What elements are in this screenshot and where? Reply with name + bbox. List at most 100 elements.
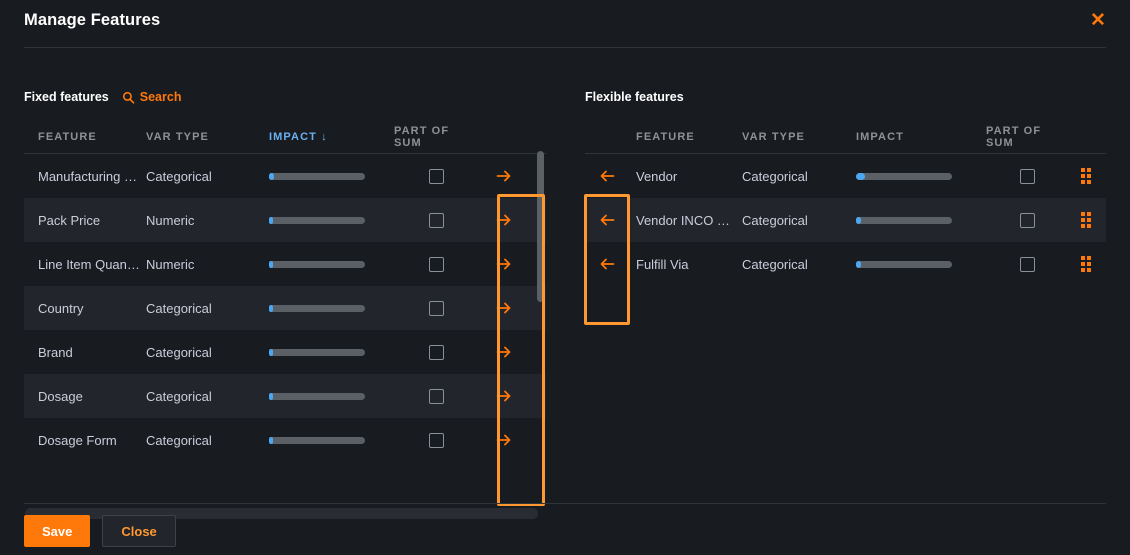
dialog-footer: Save Close: [24, 515, 176, 547]
column-header-part-of-sum[interactable]: PART OF SUM: [394, 125, 450, 149]
feature-name: Vendor INCO …: [636, 212, 730, 228]
part-of-sum-cell: [986, 212, 1068, 228]
part-of-sum-checkbox[interactable]: [429, 212, 444, 228]
close-button[interactable]: Close: [102, 515, 176, 547]
drag-handle-icon[interactable]: [1081, 212, 1091, 228]
flexible-features-table-wrap: FEATURE VAR TYPE IMPACT PART OF SUM Vend…: [584, 121, 1106, 325]
part-of-sum-checkbox[interactable]: [1019, 168, 1035, 184]
move-right-arrow-icon[interactable]: [495, 212, 512, 228]
column-header-impact[interactable]: IMPACT ↓: [269, 131, 328, 143]
impact-bar: [269, 216, 365, 224]
move-left-arrow-icon[interactable]: [599, 212, 616, 228]
feature-name: Fulfill Via: [636, 256, 689, 272]
impact-cell: [269, 348, 394, 356]
drag-handle-cell: [1068, 212, 1104, 228]
save-button[interactable]: Save: [24, 515, 91, 547]
impact-bar: [856, 172, 952, 180]
part-of-sum-cell: [394, 300, 479, 316]
table-row[interactable]: Brand Categorical: [24, 330, 546, 374]
impact-cell: [856, 172, 986, 180]
column-header-feature[interactable]: FEATURE: [38, 131, 97, 143]
search-label: Search: [139, 90, 182, 104]
fixed-features-vertical-scrollbar[interactable]: [537, 149, 545, 503]
part-of-sum-checkbox[interactable]: [429, 344, 444, 360]
impact-bar-fill: [269, 348, 273, 356]
fixed-features-caption: Fixed features Search: [24, 86, 546, 108]
part-of-sum-checkbox[interactable]: [1019, 256, 1035, 272]
column-header-feature[interactable]: FEATURE: [636, 131, 695, 143]
move-right-cell: [479, 212, 527, 228]
move-left-cell: [585, 212, 630, 228]
column-header-var-type[interactable]: VAR TYPE: [742, 131, 805, 143]
table-row[interactable]: Country Categorical: [24, 286, 546, 330]
table-row[interactable]: Vendor INCO … Categorical: [585, 198, 1106, 242]
move-left-cell: [585, 256, 630, 272]
impact-bar-fill: [269, 216, 273, 224]
header-divider: [24, 47, 1106, 48]
move-right-arrow-icon[interactable]: [495, 432, 512, 448]
impact-cell: [269, 304, 394, 312]
column-header-var-type[interactable]: VAR TYPE: [146, 131, 209, 143]
search-button[interactable]: Search: [122, 90, 182, 104]
impact-bar: [269, 348, 365, 356]
var-type: Numeric: [146, 212, 195, 228]
part-of-sum-checkbox[interactable]: [429, 256, 444, 272]
part-of-sum-cell: [394, 388, 479, 404]
move-right-cell: [479, 300, 527, 316]
drag-handle-cell: [1068, 168, 1104, 184]
impact-bar: [269, 392, 365, 400]
part-of-sum-checkbox[interactable]: [429, 300, 444, 316]
move-right-arrow-icon[interactable]: [495, 344, 512, 360]
part-of-sum-checkbox[interactable]: [429, 388, 444, 404]
impact-cell: [269, 436, 394, 444]
part-of-sum-cell: [394, 212, 479, 228]
part-of-sum-checkbox[interactable]: [1019, 212, 1035, 228]
close-x-icon[interactable]: ✕: [1090, 10, 1106, 31]
feature-name: Dosage Form: [38, 432, 117, 448]
var-type: Categorical: [742, 212, 808, 228]
horizontal-scrollbar-thumb[interactable]: [25, 508, 538, 519]
vertical-scrollbar-thumb[interactable]: [537, 151, 544, 302]
var-type: Categorical: [146, 432, 212, 448]
drag-handle-icon[interactable]: [1081, 168, 1091, 184]
impact-bar: [269, 260, 365, 268]
table-row[interactable]: Line Item Quan…Numeric: [24, 242, 546, 286]
drag-handle-icon[interactable]: [1081, 256, 1091, 272]
move-right-arrow-icon[interactable]: [495, 388, 512, 404]
flexible-features-panel: Flexible features FEATURE VAR TYPE IMPAC…: [584, 86, 1106, 325]
part-of-sum-checkbox[interactable]: [429, 432, 444, 448]
move-right-arrow-icon[interactable]: [495, 168, 512, 184]
impact-bar: [269, 436, 365, 444]
dialog-header: Manage Features ✕: [0, 0, 1130, 47]
table-row[interactable]: Dosage Form Categorical: [24, 418, 546, 462]
dialog-title: Manage Features: [24, 11, 161, 29]
move-left-arrow-icon[interactable]: [599, 168, 616, 184]
var-type: Categorical: [146, 300, 212, 316]
table-row[interactable]: Manufacturing …Categorical: [24, 154, 546, 198]
part-of-sum-cell: [986, 256, 1068, 272]
move-right-cell: [479, 388, 527, 404]
move-left-arrow-icon[interactable]: [599, 256, 616, 272]
column-header-part-of-sum[interactable]: PART OF SUM: [986, 125, 1042, 149]
var-type: Categorical: [146, 344, 212, 360]
fixed-features-label: Fixed features: [24, 90, 109, 104]
impact-bar-fill: [856, 216, 861, 224]
move-right-arrow-icon[interactable]: [495, 256, 512, 272]
fixed-features-horizontal-scrollbar[interactable]: [24, 506, 546, 520]
impact-cell: [269, 172, 394, 180]
column-header-impact[interactable]: IMPACT: [856, 131, 904, 143]
move-right-arrow-icon[interactable]: [495, 300, 512, 316]
feature-name: Brand: [38, 344, 73, 360]
var-type: Categorical: [146, 168, 212, 184]
part-of-sum-checkbox[interactable]: [429, 168, 444, 184]
impact-bar-fill: [856, 260, 861, 268]
impact-bar-fill: [269, 172, 274, 180]
feature-name: Country: [38, 300, 84, 316]
var-type: Categorical: [146, 388, 212, 404]
